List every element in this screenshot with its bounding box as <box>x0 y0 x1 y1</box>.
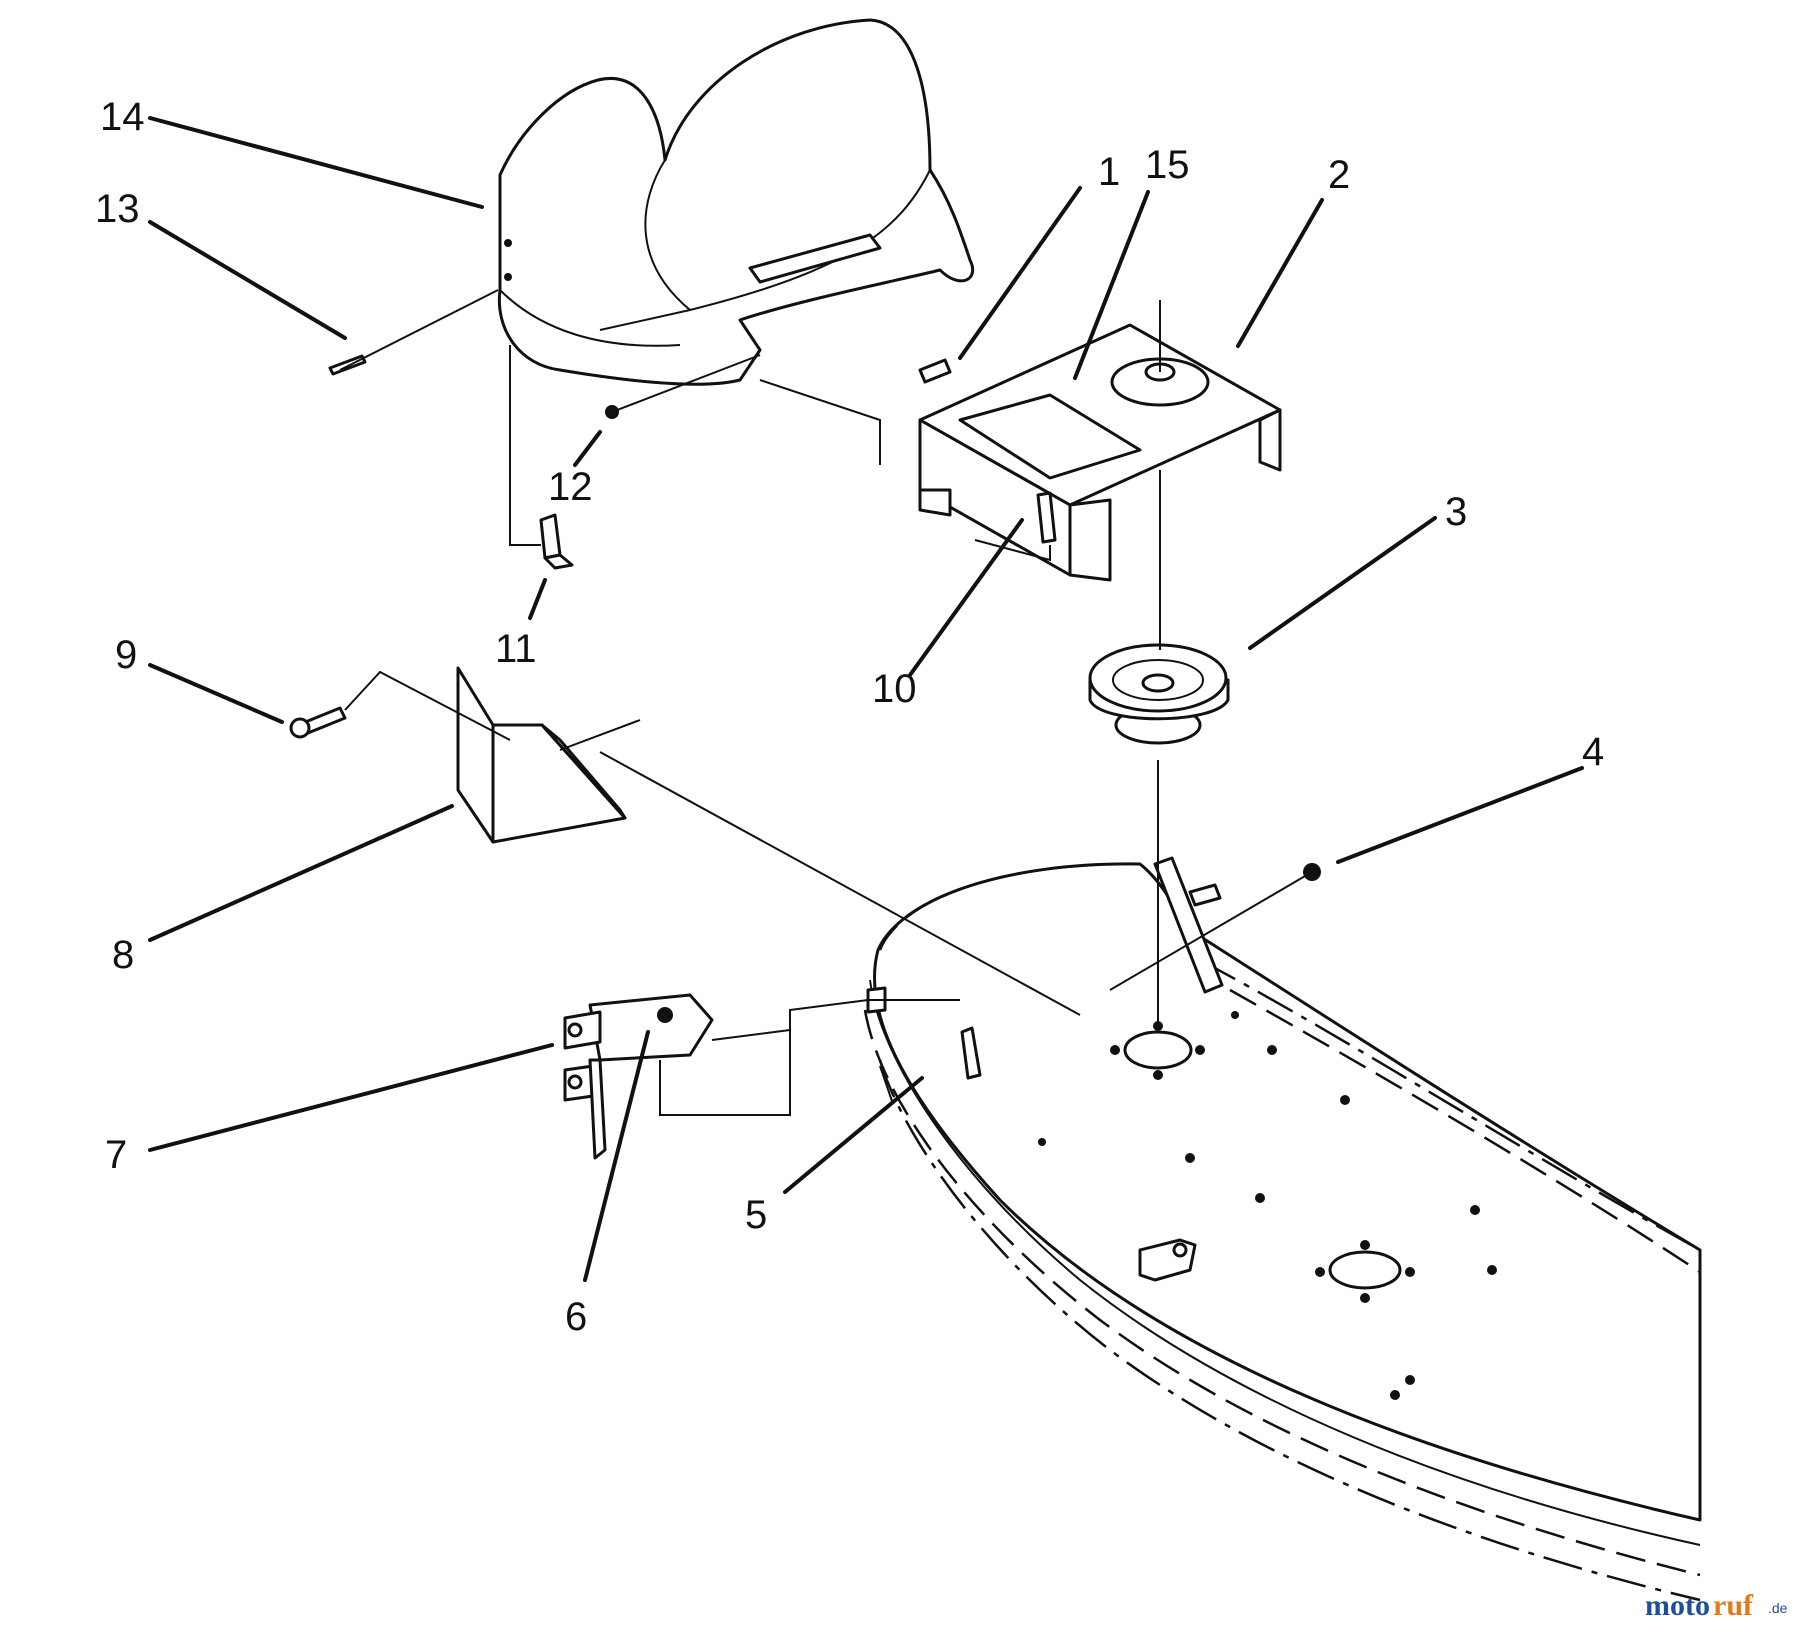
watermark-text-a: moto <box>1645 1589 1710 1622</box>
leader-12 <box>573 430 602 467</box>
bracket <box>539 513 574 570</box>
deflector <box>456 666 627 844</box>
callout-8: 8 <box>112 933 134 977</box>
hinge-bracket <box>563 993 714 1160</box>
leader-15 <box>1073 190 1150 380</box>
watermark-logo: moto ruf .de <box>1645 1589 1788 1622</box>
leader-6 <box>583 1030 650 1282</box>
assembly-lines <box>339 289 1313 1116</box>
discharge-chute <box>497 18 975 386</box>
callout-12: 12 <box>548 465 593 509</box>
callout-9: 9 <box>115 633 137 677</box>
leader-3 <box>1248 516 1437 650</box>
leader-2 <box>1236 198 1324 348</box>
callout-1: 1 <box>1098 150 1120 194</box>
watermark-text-b: ruf <box>1713 1589 1754 1622</box>
callout-7: 7 <box>105 1133 127 1177</box>
leader-5 <box>783 1076 924 1194</box>
callout-4: 4 <box>1582 730 1604 774</box>
leader-4 <box>1336 766 1584 864</box>
callout-15: 15 <box>1145 143 1190 187</box>
leader-9 <box>148 663 284 724</box>
leader-13 <box>148 220 347 340</box>
pulley <box>1088 643 1230 745</box>
callout-3: 3 <box>1445 490 1467 534</box>
mower-deck <box>863 856 1702 1602</box>
callout-2: 2 <box>1328 153 1350 197</box>
leader-10 <box>908 518 1024 677</box>
callout-13: 13 <box>95 187 140 231</box>
callout-11: 11 <box>495 627 537 671</box>
leader-7 <box>148 1043 554 1152</box>
leader-11 <box>528 578 547 620</box>
callout-10: 10 <box>872 667 917 711</box>
leader-14 <box>148 116 484 209</box>
callout-labels: 14 13 1 15 2 12 11 10 3 9 8 4 7 6 5 <box>95 95 1604 1339</box>
pulley-cover <box>918 323 1282 582</box>
callout-5: 5 <box>745 1193 767 1237</box>
watermark-suffix: .de <box>1768 1600 1788 1616</box>
callout-14: 14 <box>100 95 145 139</box>
leader-1 <box>958 186 1082 360</box>
leader-lines <box>148 116 1584 1282</box>
callout-6: 6 <box>565 1295 587 1339</box>
leader-8 <box>148 804 454 942</box>
